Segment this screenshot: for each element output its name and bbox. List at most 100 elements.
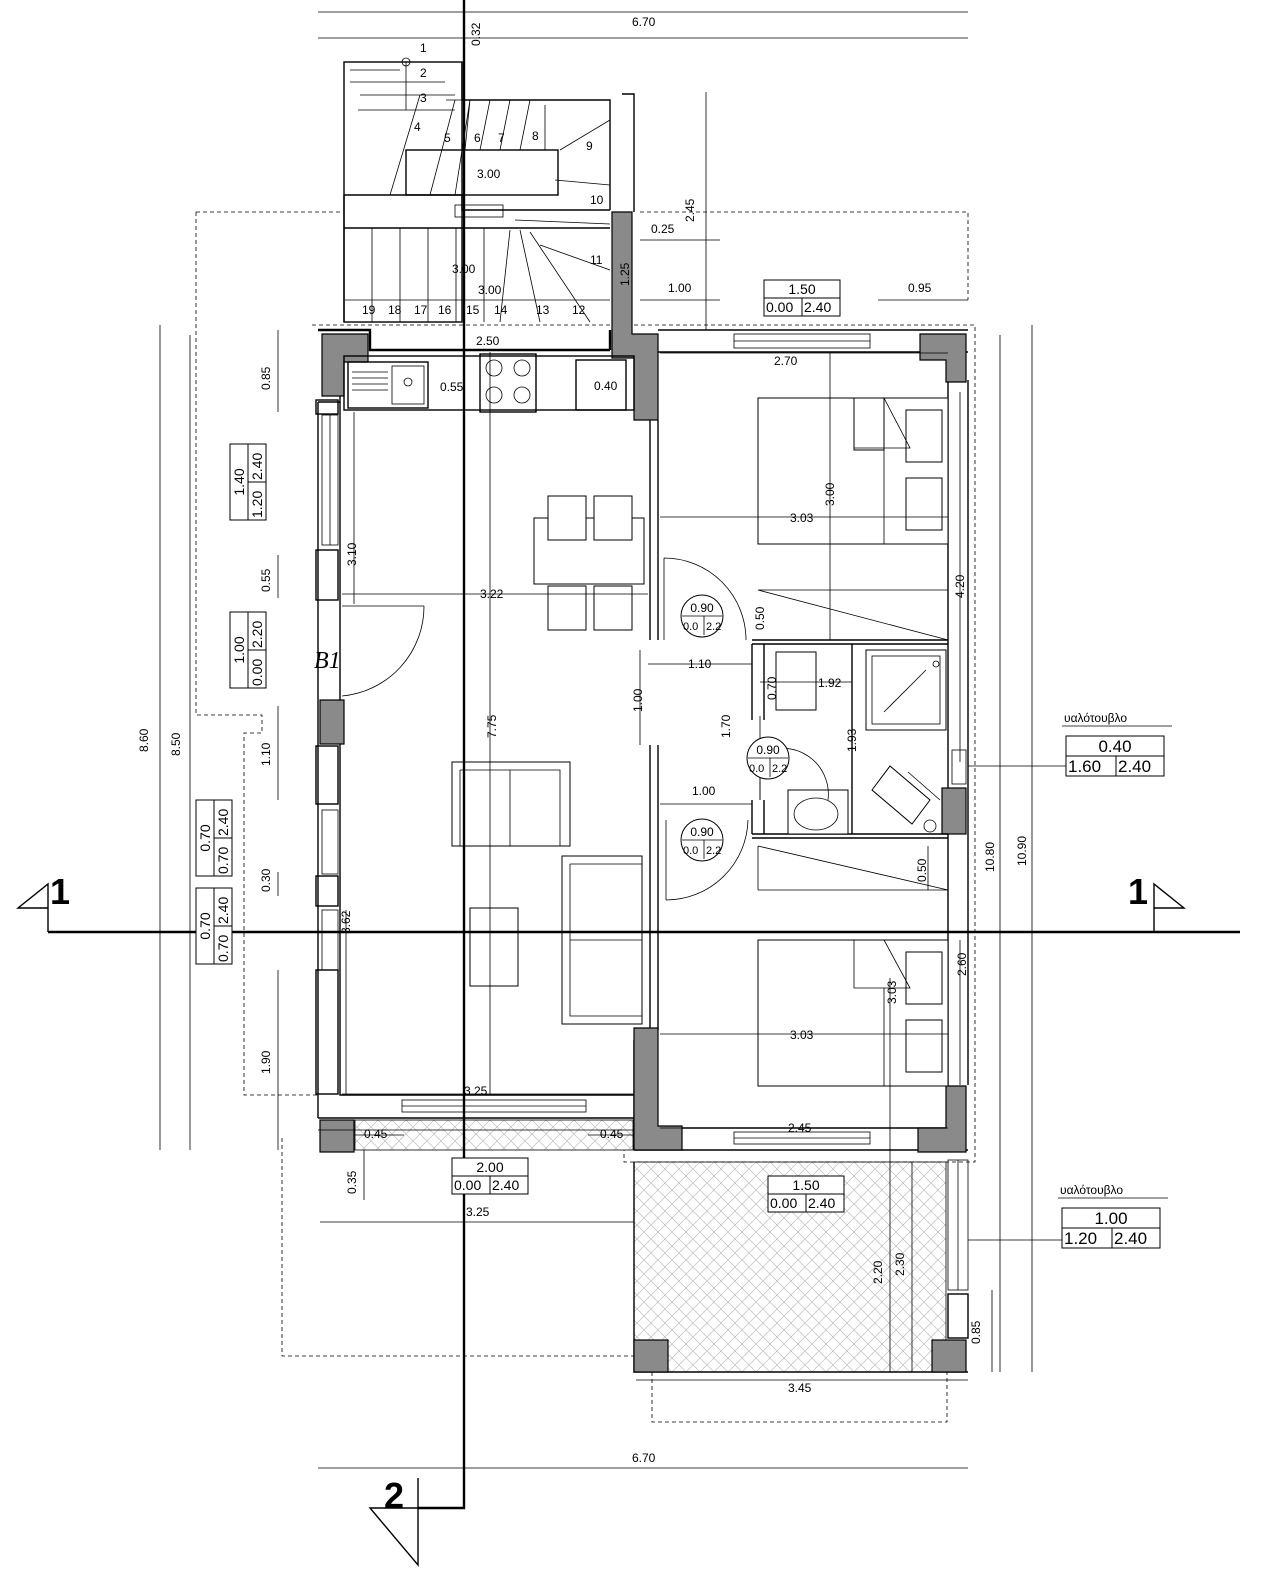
dim-1-00-top: 1.00 [668, 281, 692, 295]
stair-step-number: 6 [474, 131, 481, 145]
glass-block-label-1: υαλότουβλο [1064, 711, 1127, 725]
stair-step-number: 13 [536, 303, 550, 317]
dim-2-60: 2.60 [955, 952, 969, 976]
door-width: 0.90 [690, 601, 714, 615]
door-height: 2.2 [772, 763, 787, 775]
dim-7-75: 7.75 [485, 714, 499, 738]
columns [319, 211, 967, 1373]
dim-3-25-b: 3.25 [466, 1205, 490, 1219]
stair-step-number: 5 [444, 131, 451, 145]
window-sill: 0.70 [215, 847, 231, 874]
dim-1-00-h: 1.00 [692, 784, 716, 798]
stair-step-number: 1 [420, 41, 427, 55]
dim-2-20: 2.20 [871, 1260, 885, 1284]
dim-kitchen-w: 2.50 [476, 334, 500, 348]
stair-step-number: 3 [420, 91, 427, 105]
dim-0-70: 0.70 [765, 676, 779, 700]
door-width: 0.90 [756, 743, 780, 757]
dim-top-overall: 6.70 [632, 15, 656, 29]
window-sill: 0.00 [770, 1195, 797, 1211]
stair-step-number: 8 [532, 129, 539, 143]
door-sill: 0.0 [683, 845, 698, 857]
window-width: 0.70 [197, 824, 213, 851]
dim-0-85-r: 0.85 [969, 1320, 983, 1344]
stair-step-number: 7 [498, 131, 505, 145]
window-height: 2.40 [808, 1195, 835, 1211]
window-sill: 1.20 [249, 491, 265, 518]
dining-table [533, 495, 645, 631]
living-furniture [451, 761, 643, 1025]
door-tag: 0.90 0.0 2.2 [746, 736, 790, 780]
window-height: 2.20 [249, 621, 265, 648]
stair-step-number: 12 [572, 303, 586, 317]
dim-3-62: 3.62 [339, 910, 353, 934]
projection-outline [195, 211, 976, 1423]
dim-10-90: 10.90 [1015, 836, 1029, 866]
dim-bed1-top: 2.70 [774, 354, 798, 368]
dimension-lines [159, 11, 1068, 1469]
entrance-door [341, 605, 425, 697]
dim-0-40-k: 0.40 [594, 379, 618, 393]
stair-step-number: 9 [586, 139, 593, 153]
section-cut-1 [16, 882, 1240, 934]
window-width: 1.50 [792, 1177, 819, 1193]
dim-bed2-bot: 2.45 [788, 1121, 812, 1135]
dim-bottom-overall: 6.70 [632, 1451, 656, 1465]
dim-1-93: 1.93 [845, 728, 859, 752]
window-height: 2.40 [804, 299, 831, 315]
dim-0-95: 0.95 [908, 281, 932, 295]
stair-step-number: 2 [420, 66, 427, 80]
dim-1-10-v: 1.10 [259, 742, 273, 766]
window-height: 2.40 [492, 1177, 519, 1193]
window-width: 1.50 [788, 281, 815, 297]
section-cut-2 [368, 0, 466, 1567]
dim-3-10: 3.10 [345, 542, 359, 566]
dim-1-25: 1.25 [618, 262, 632, 286]
dim-0-25: 0.25 [651, 222, 675, 236]
dim-4-20: 4.20 [953, 574, 967, 598]
door-height: 2.2 [706, 621, 721, 633]
dim-10-80: 10.80 [983, 842, 997, 872]
dim-bed2-h: 3.03 [885, 980, 899, 1004]
window-width: 1.00 [1094, 1209, 1127, 1228]
section-mark-1-right: 1 [1128, 871, 1148, 912]
window-tag: 1.50 0.00 2.40 [767, 1175, 845, 1213]
dim-1-00-v: 1.00 [631, 688, 645, 712]
window-openings [315, 333, 969, 1339]
bed-1 [757, 397, 949, 545]
window-tag: 0.700.702.40 [195, 887, 233, 965]
room-label-b1: B1 [314, 648, 341, 674]
dim-living-w: 3.22 [480, 587, 504, 601]
stair-step-number: 11 [590, 253, 603, 267]
bed-2 [757, 939, 949, 1087]
dim-0-50-b: 0.50 [915, 858, 929, 882]
door-sill: 0.0 [749, 763, 764, 775]
dim-1-92: 1.92 [818, 676, 842, 690]
dim-2-30: 2.30 [893, 1252, 907, 1276]
window-tag: 1.000.002.20 [229, 611, 267, 689]
window-width: 0.70 [197, 912, 213, 939]
window-sill: 0.00 [454, 1177, 481, 1193]
dim-bed1-h: 3.00 [823, 482, 837, 506]
stair-step-number: 4 [414, 120, 421, 134]
dim-0-30: 0.30 [259, 868, 273, 892]
section-mark-2: 2 [384, 1475, 404, 1516]
dim-bed2-w: 3.03 [790, 1028, 814, 1042]
window-tag: 1.401.202.40 [229, 443, 267, 521]
window-sill: 0.00 [249, 659, 265, 686]
walls [317, 328, 969, 1151]
dim-8-60: 8.60 [137, 728, 151, 752]
stair-step-number: 19 [362, 303, 376, 317]
window-height: 2.40 [249, 453, 265, 480]
bathroom [751, 639, 948, 839]
window-height: 2.40 [215, 897, 231, 924]
